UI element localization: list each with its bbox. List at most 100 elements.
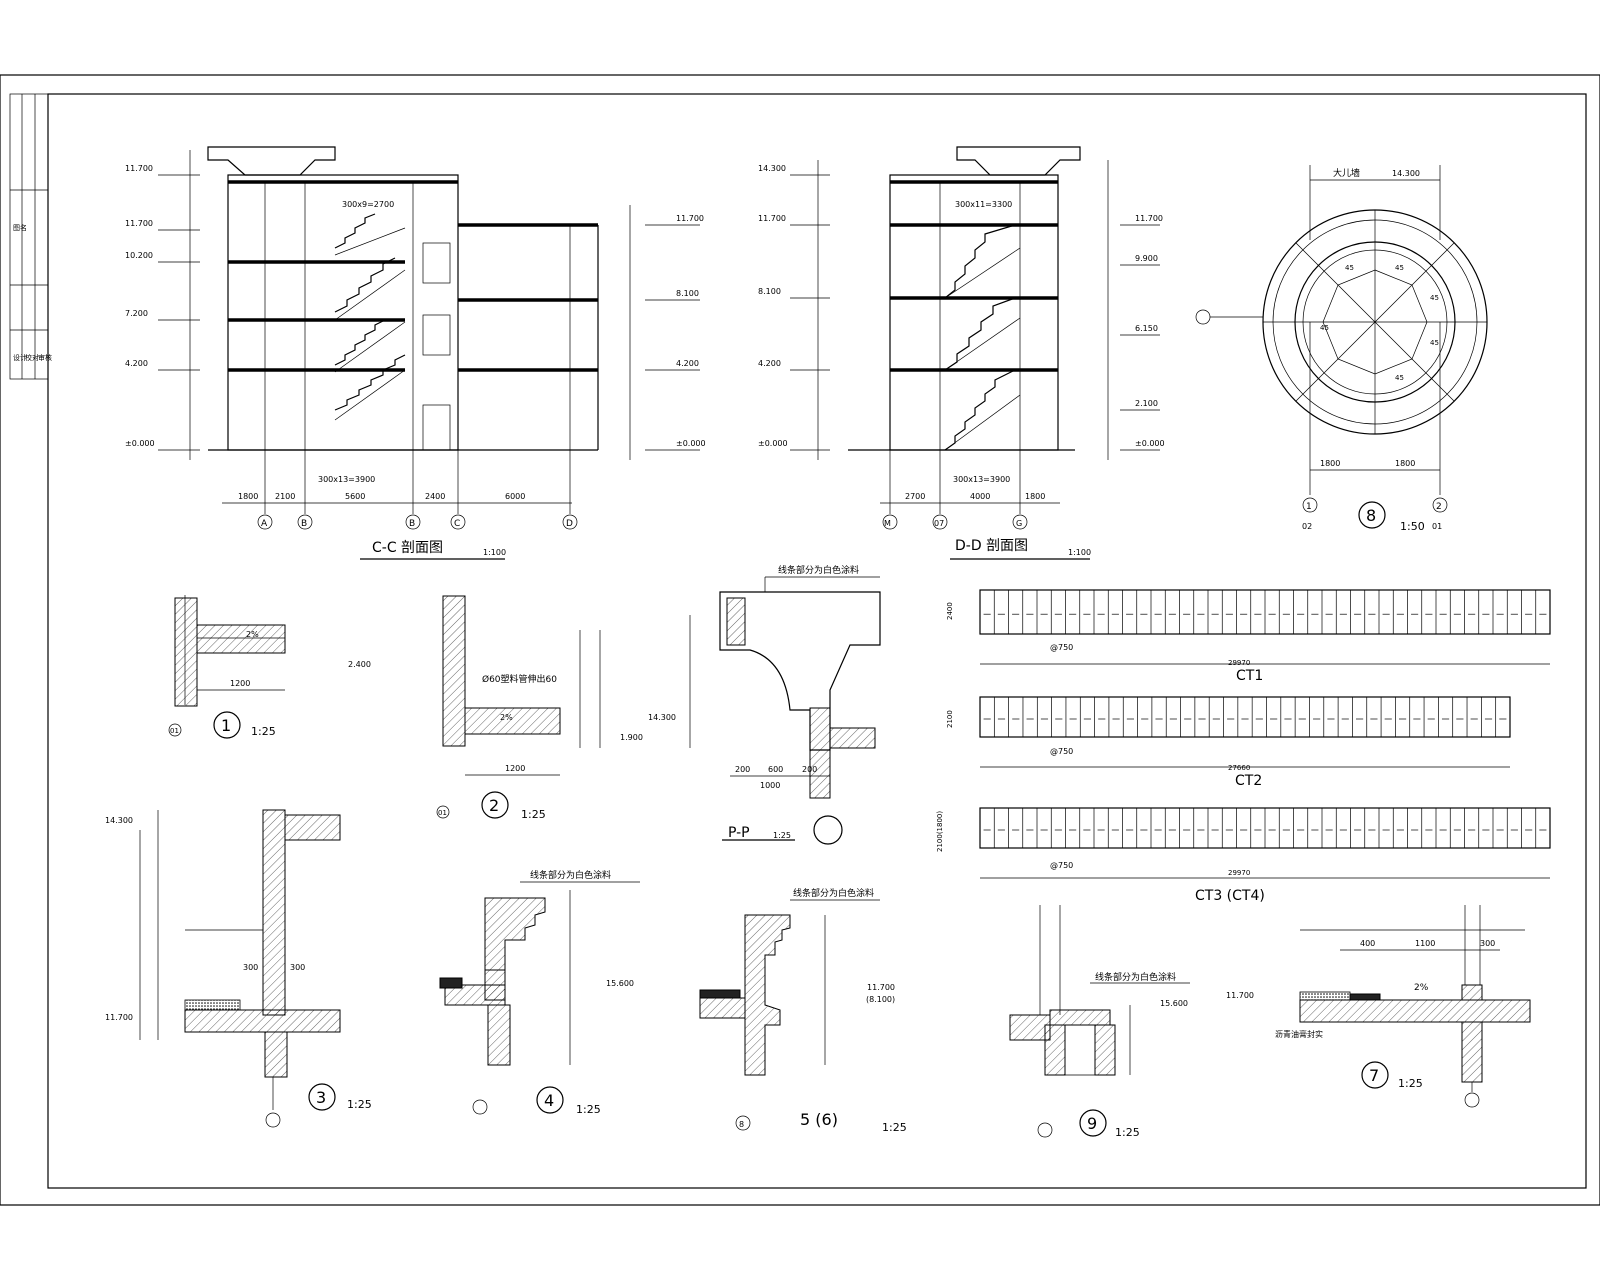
- detail-marker: 7: [1369, 1066, 1379, 1085]
- title-block-label: 图名: [13, 223, 27, 232]
- ct-height: 2100: [946, 710, 954, 728]
- ct-height: 2400: [946, 602, 954, 620]
- axis-label: D: [566, 519, 573, 529]
- ct-pitch: @750: [1050, 861, 1073, 870]
- note-label: 沥青油膏封实: [1275, 1029, 1323, 1039]
- axis-label: 1: [1306, 502, 1312, 512]
- plan-label: 大儿墙: [1333, 167, 1360, 179]
- dim-label: 5600: [345, 492, 365, 501]
- ct-bar-outline: [979, 696, 1511, 738]
- note-label: 线条部分为白色涂料: [793, 887, 874, 899]
- level-label: 2.400: [348, 660, 371, 669]
- dim-label: 1100: [1415, 939, 1435, 948]
- angle-label: 45: [1320, 324, 1329, 332]
- axis-sub-label: 01: [1432, 522, 1442, 531]
- level-label: ±0.000: [1135, 439, 1165, 448]
- axis-label: M: [884, 519, 891, 528]
- dim-label: 2100: [275, 492, 295, 501]
- section-scale: 1:100: [483, 548, 506, 557]
- level-label: 1.900: [620, 733, 643, 742]
- ct-total: 29970: [1228, 869, 1250, 877]
- angle-label: 45: [1395, 264, 1404, 272]
- ct-total: 27660: [1228, 764, 1250, 772]
- level-label: 15.600: [1160, 999, 1188, 1008]
- dim-label: 2700: [905, 492, 925, 501]
- detail-5-6: 线条部分为白色涂料 11.700 (8.100) 8 5 (6) 1:25: [699, 887, 907, 1134]
- level-label: (8.100): [866, 995, 895, 1004]
- level-label: 11.700: [125, 219, 153, 228]
- level-label: 4.200: [125, 359, 148, 368]
- axis-label: A: [261, 519, 268, 529]
- axis-sub-label: 02: [1302, 522, 1312, 531]
- outer-frame: [0, 74, 1600, 1206]
- level-label: 11.700: [758, 214, 786, 223]
- dim-label: 200: [735, 765, 750, 774]
- stair-label: 300x9=2700: [342, 200, 394, 209]
- level-label: 8.100: [758, 287, 781, 296]
- dim-label: 400: [1360, 939, 1375, 948]
- axis-label: 8: [739, 1120, 744, 1129]
- detail-scale: 1:25: [347, 1098, 372, 1111]
- ct-height: 2100(1800): [936, 811, 944, 852]
- note-label: 线条部分为白色涂料: [1095, 971, 1176, 983]
- axis-label: 07: [934, 519, 944, 528]
- dim-label: 1200: [505, 764, 525, 773]
- detail-scale: 1:25: [576, 1103, 601, 1116]
- title-block: 图名 设计 校对 审核: [9, 93, 52, 380]
- ct-name: CT3 (CT4): [1195, 888, 1265, 904]
- section-title: C-C 剖面图: [372, 540, 443, 556]
- slope-label: 2%: [1414, 983, 1429, 993]
- detail-scale: 1:50: [1400, 520, 1425, 533]
- level-label: 11.700: [867, 983, 895, 992]
- ct-name: CT1: [1236, 668, 1263, 684]
- level-label: 2.100: [1135, 399, 1158, 408]
- detail-scale: 1:25: [521, 808, 546, 821]
- section-dd: 14.300 11.700 8.100 4.200 ±0.000 11.700 …: [758, 146, 1165, 560]
- detail-3: 14.300 11.700 300 300 3 1:25: [105, 809, 372, 1128]
- dim-label: 4000: [970, 492, 990, 501]
- level-label: 8.100: [676, 289, 699, 298]
- ct-name: CT2: [1235, 773, 1262, 789]
- detail-marker: 3: [316, 1088, 326, 1107]
- dim-label: 600: [768, 765, 783, 774]
- detail-marker: 1: [221, 716, 231, 735]
- slope-label: 2%: [500, 713, 513, 722]
- dim-label: 1800: [1320, 459, 1340, 468]
- detail-marker: 4: [544, 1091, 554, 1110]
- dim-label: 200: [802, 765, 817, 774]
- dim-label: 300: [1480, 939, 1495, 948]
- note-label: Ø60塑料管伸出60: [482, 673, 557, 685]
- angle-label: 45: [1430, 294, 1439, 302]
- level-label: 7.200: [125, 309, 148, 318]
- axis-label: B: [301, 519, 307, 529]
- level-label: 4.200: [676, 359, 699, 368]
- detail-pp: 线条部分为白色涂料 14.300 200 600 200 1000 P-P 1:…: [648, 564, 881, 845]
- detail-scale: 1:25: [1398, 1077, 1423, 1090]
- detail-9: 线条部分为白色涂料 15.600 9 1:25: [1009, 905, 1190, 1139]
- angle-label: 45: [1345, 264, 1354, 272]
- level-label: 4.200: [758, 359, 781, 368]
- section-title: D-D 剖面图: [955, 538, 1028, 554]
- stair-label: 300x13=3900: [318, 475, 375, 484]
- level-label: ±0.000: [125, 439, 155, 448]
- title-block-label: 校对: [25, 353, 39, 362]
- level-label: 6.150: [1135, 324, 1158, 333]
- level-label: 10.200: [125, 251, 153, 260]
- axis-label: 01: [438, 809, 447, 817]
- detail-7: 11.700 2% 沥青油膏封实 400 1100 300 7 1:25: [1226, 905, 1531, 1108]
- level-label: 9.900: [1135, 254, 1158, 263]
- ct-total: 29970: [1228, 659, 1250, 667]
- axis-label: 2: [1436, 502, 1442, 512]
- level-label: 11.700: [105, 1013, 133, 1022]
- note-label: 线条部分为白色涂料: [778, 564, 859, 576]
- axis-label: C: [454, 519, 460, 529]
- section-cc: 11.700 11.700 10.200 7.200 4.200 ±0.000 …: [125, 146, 706, 560]
- level-label: ±0.000: [758, 439, 788, 448]
- ct-pitch: @750: [1050, 643, 1073, 652]
- level-label: 14.300: [758, 164, 786, 173]
- inner-frame: [47, 93, 1587, 1189]
- dim-label: 1000: [760, 781, 780, 790]
- slope-label: 2%: [246, 630, 259, 639]
- section-scale: 1:100: [1068, 548, 1091, 557]
